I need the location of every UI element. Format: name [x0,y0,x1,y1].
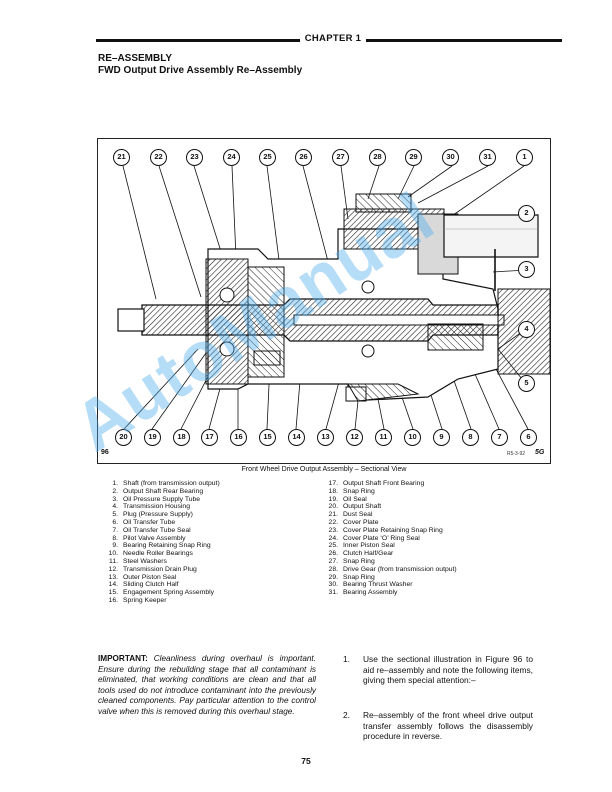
legend-item: 22.Cover Plate [328,518,379,526]
callout-3: 3 [518,261,535,278]
legend-item: 10.Needle Roller Bearings [108,550,193,558]
important-text: Cleanliness during overhaul is important… [98,654,316,716]
callout-17: 17 [201,429,218,446]
legend-item: 26.Clutch Half/Gear [328,550,394,558]
step-text: Use the sectional illustration in Figure… [363,654,533,686]
chapter-rule-left [96,39,300,42]
procedure-step: 2. Re–assembly of the front wheel drive … [343,710,533,742]
callout-8: 8 [462,429,479,446]
page-number: 75 [301,756,311,766]
callout-4: 4 [518,321,535,338]
callout-28: 28 [369,149,386,166]
legend-item: 1.Shaft (from transmission output) [112,480,220,487]
legend-item: 18.Snap Ring [328,487,375,495]
legend-item: 3.Oil Pressure Supply Tube [112,495,201,503]
figure-caption: Front Wheel Drive Output Assembly – Sect… [241,466,407,473]
callout-14: 14 [288,429,305,446]
procedure-step: 1. Use the sectional illustration in Fig… [343,654,533,686]
callout-31: 31 [479,149,496,166]
callout-27: 27 [332,149,349,166]
step-number: 1. [343,654,350,664]
callout-22: 22 [150,149,167,166]
callout-20: 20 [115,429,132,446]
section-subtitle: FWD Output Drive Assembly Re–Assembly [98,65,303,76]
legend-item: 25.Inner Piston Seal [328,542,395,550]
legend-item: 30.Bearing Thrust Washer [328,581,413,589]
callout-9: 9 [433,429,450,446]
callout-29: 29 [405,149,422,166]
callout-10: 10 [404,429,421,446]
callout-16: 16 [230,429,247,446]
parts-legend-left: 1.Shaft (from transmission output) 2.Out… [104,480,284,605]
sectional-view-drawing [117,165,550,430]
legend-item: 28.Drive Gear (from transmission output) [328,565,457,573]
callout-2: 2 [518,205,535,222]
callout-6: 6 [520,429,537,446]
legend-item: 29.Snap Ring [328,573,375,581]
legend-item: 12.Transmission Drain Plug [108,565,197,573]
important-label: IMPORTANT: [98,654,148,663]
important-note: IMPORTANT: Cleanliness during overhaul i… [98,654,316,718]
legend-item: 27.Snap Ring [328,557,375,565]
legend-item: 11.Steel Washers [109,557,167,565]
callout-11: 11 [375,429,392,446]
callout-1: 1 [516,149,533,166]
callout-26: 26 [295,149,312,166]
parts-legend-right: 17.Output Shaft Front Bearing 18.Snap Ri… [324,480,524,597]
legend-item: 15.Engagement Spring Assembly [108,589,215,597]
legend-item: 24.Cover Plate ‘O’ Ring Seal [328,534,420,542]
section-title: RE–ASSEMBLY [98,53,173,64]
figure-reference: R5-3-92 [507,451,526,457]
legend-item: 21.Dust Seal [328,511,373,519]
legend-item: 2.Output Shaft Rear Bearing [112,487,204,495]
legend-item: 14.Sliding Clutch Half [108,581,179,589]
legend-item: 13.Outer Piston Seal [108,573,177,581]
callout-7: 7 [491,429,508,446]
legend-item: 9.Bearing Retaining Snap Ring [112,542,211,550]
callout-30: 30 [442,149,459,166]
callout-23: 23 [186,149,203,166]
legend-item: 23.Cover Plate Retaining Snap Ring [328,526,443,534]
callout-24: 24 [223,149,240,166]
figure-code: 5G [535,449,545,456]
legend-item: 20.Output Shaft [328,503,382,511]
callout-21: 21 [113,149,130,166]
callout-25: 25 [259,149,276,166]
figure-number: 96 [99,449,111,456]
callout-18: 18 [173,429,190,446]
callout-13: 13 [317,429,334,446]
callout-15: 15 [259,429,276,446]
callout-5: 5 [518,375,535,392]
chapter-title: CHAPTER 1 [304,33,362,44]
legend-item: 31.Bearing Assembly [328,589,398,597]
legend-item: 19.Oil Seal [328,495,367,503]
legend-item: 6.Oil Transfer Tube [112,518,176,526]
callout-12: 12 [346,429,363,446]
step-text: Re–assembly of the front wheel drive out… [363,710,533,742]
callout-19: 19 [144,429,161,446]
legend-item: 8.Pilot Valve Assembly [112,534,186,542]
legend-item: 17.Output Shaft Front Bearing [328,480,425,487]
legend-item: 7.Oil Transfer Tube Seal [112,526,191,534]
step-number: 2. [343,710,350,720]
legend-item: 16.Spring Keeper [108,596,167,604]
legend-item: 4.Transmission Housing [112,503,190,511]
chapter-rule-right [366,39,562,42]
sectional-view-figure: 21 22 23 24 25 26 27 28 29 30 31 1 2 3 4… [97,138,551,464]
legend-item: 5.Plug (Pressure Supply) [112,511,193,519]
